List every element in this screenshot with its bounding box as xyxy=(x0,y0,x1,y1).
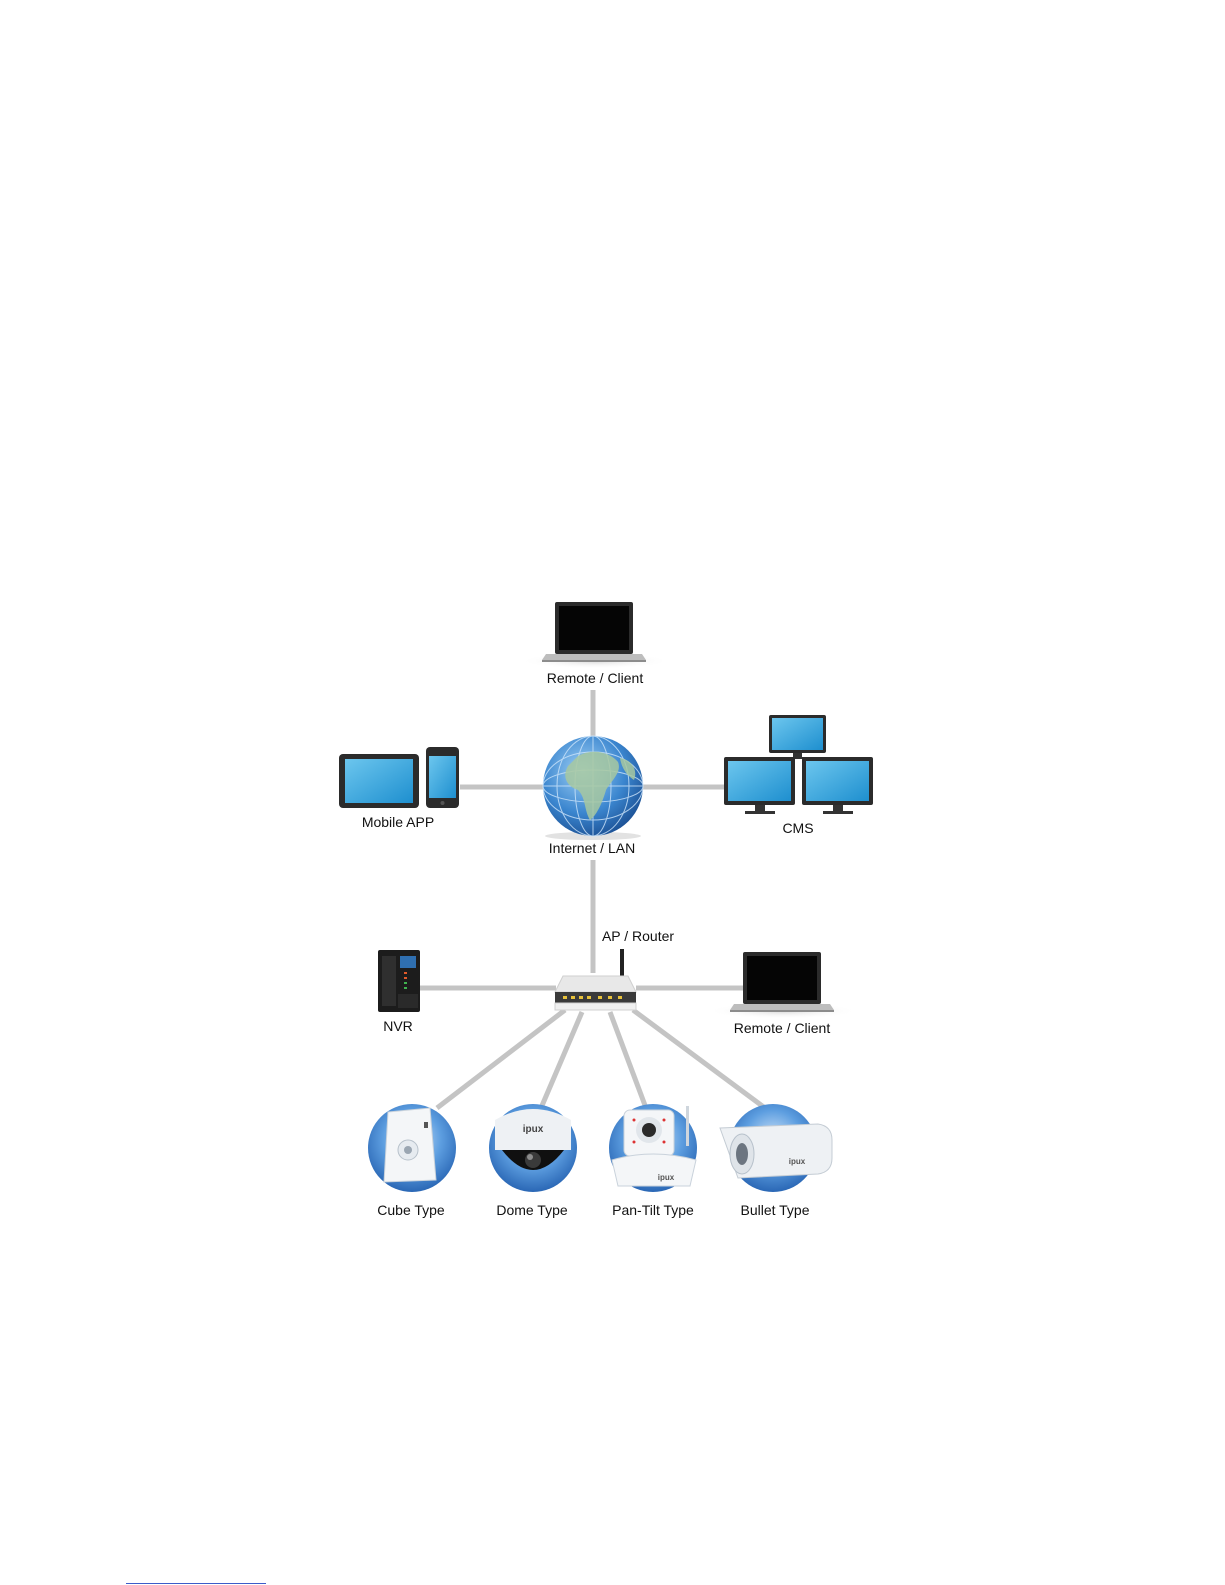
label-bullet-type: Bullet Type xyxy=(740,1202,809,1218)
dome-camera-icon: ipux xyxy=(489,1104,577,1192)
label-mobile-app: Mobile APP xyxy=(362,814,434,830)
label-nvr: NVR xyxy=(383,1018,413,1034)
link-router-pantilt xyxy=(610,1012,646,1108)
bullet-brand-logo: ipux xyxy=(789,1157,806,1166)
footnote-separator xyxy=(126,1583,266,1584)
label-pan-tilt-type: Pan-Tilt Type xyxy=(612,1202,694,1218)
label-remote-client-bottom: Remote / Client xyxy=(734,1020,831,1036)
pantilt-brand-logo: ipux xyxy=(658,1173,675,1182)
label-dome-type: Dome Type xyxy=(496,1202,568,1218)
dome-brand-logo: ipux xyxy=(523,1124,544,1135)
label-cube-type: Cube Type xyxy=(377,1202,445,1218)
bullet-camera-icon: ipux xyxy=(720,1104,832,1192)
nvr-icon xyxy=(378,950,420,1012)
label-ap-router: AP / Router xyxy=(602,928,674,944)
cube-camera-icon xyxy=(368,1104,456,1192)
label-internet-lan: Internet / LAN xyxy=(549,840,635,856)
label-remote-client-top: Remote / Client xyxy=(547,670,644,686)
monitors-icon xyxy=(724,715,873,814)
tablet-phone-icon xyxy=(339,747,459,808)
pan-tilt-camera-icon: ipux xyxy=(609,1104,697,1192)
laptop-icon xyxy=(520,602,670,669)
label-cms: CMS xyxy=(782,820,813,836)
globe-icon xyxy=(543,736,643,840)
